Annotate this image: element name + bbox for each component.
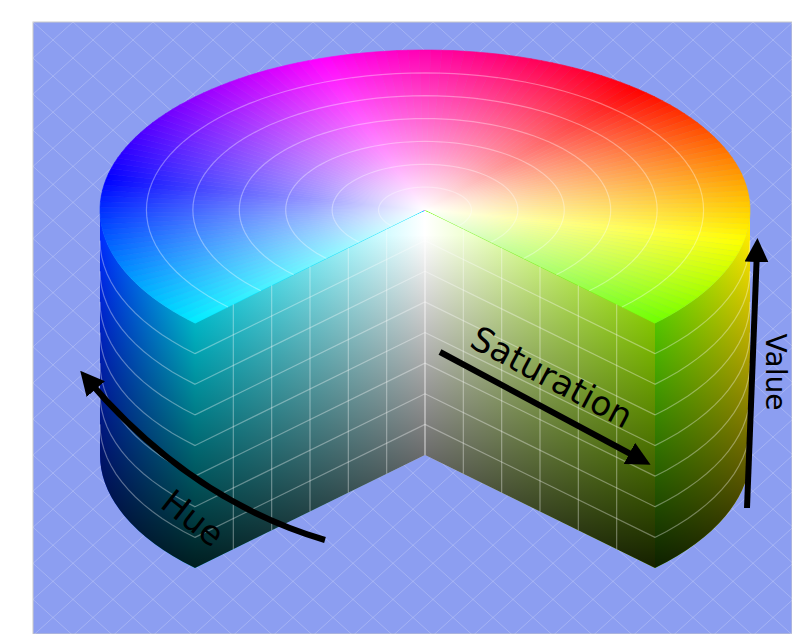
- floor-grid-line: [33, 22, 773, 634]
- floor-grid-line: [753, 22, 792, 634]
- floor-grid-line: [33, 22, 792, 634]
- grid-line: [655, 333, 750, 446]
- floor-grid-line: [33, 22, 792, 634]
- axis-label: Value: [761, 334, 789, 411]
- grid-line: [655, 302, 750, 415]
- floor-grid-line: [33, 22, 792, 634]
- grid-line: [100, 363, 195, 476]
- background-panel: [33, 22, 792, 634]
- floor-grid-line: [73, 22, 792, 634]
- floor-grid-line: [33, 22, 792, 634]
- floor-grid-line: [53, 22, 792, 634]
- grid-line: [655, 241, 750, 354]
- grid-line: [425, 241, 655, 354]
- grid-line: [655, 394, 750, 507]
- grid-line: [100, 302, 195, 415]
- center-seam: [424, 210, 426, 455]
- grid-line: [100, 271, 195, 384]
- floor-grid-line: [33, 22, 753, 634]
- floor-grid-line: [33, 22, 792, 634]
- floor-grid-line: [33, 22, 73, 634]
- grid-line: [195, 363, 425, 476]
- floor-grid-line: [33, 22, 792, 634]
- grid-line: [195, 271, 425, 384]
- grid-line: [195, 333, 425, 446]
- grid-line: [195, 394, 425, 507]
- axis-label: Saturation: [466, 320, 638, 433]
- floor-grid-line: [33, 22, 792, 634]
- grid-line: [100, 333, 195, 446]
- grid-line: [425, 424, 655, 537]
- cylinder: [100, 50, 750, 568]
- grid-line: [655, 363, 750, 476]
- grid-line: [100, 241, 195, 354]
- value-arrow: [747, 250, 757, 508]
- grid-line: [655, 424, 750, 537]
- grid-line: [195, 241, 425, 354]
- grid-line: [195, 424, 425, 537]
- floor-grid-line: [93, 22, 792, 634]
- grid-line: [655, 271, 750, 384]
- floor-grid-line: [33, 22, 792, 634]
- axis-label: Hue: [156, 484, 231, 553]
- grid-line: [195, 302, 425, 415]
- floor-grid: [33, 22, 792, 634]
